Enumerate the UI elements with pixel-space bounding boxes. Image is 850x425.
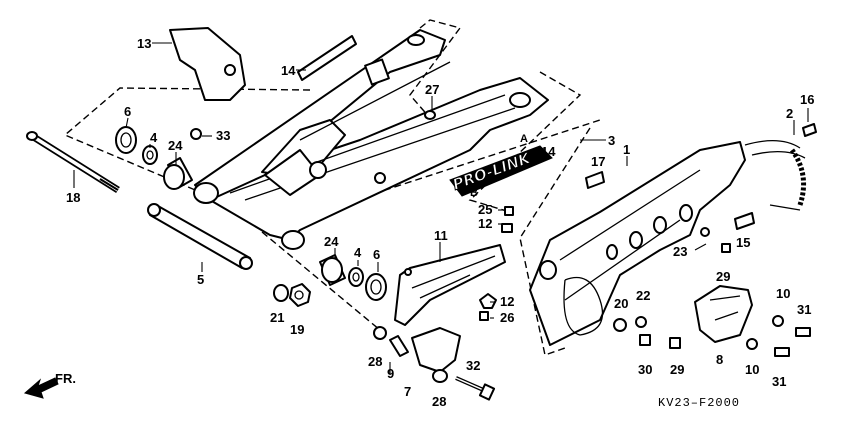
label-1: 1 — [623, 142, 630, 157]
label-11: 11 — [434, 228, 448, 243]
bracket-8 — [694, 285, 811, 357]
label-30: 30 — [638, 362, 652, 377]
label-28-left: 28 — [368, 354, 382, 369]
label-24-left: 24 — [168, 138, 183, 153]
label-32: 32 — [466, 358, 480, 373]
lower-slider-7 — [373, 326, 496, 401]
label-20: 20 — [614, 296, 628, 311]
drive-chain-2 — [744, 123, 817, 211]
pivot-collar-5 — [147, 203, 253, 270]
callout-a: A — [520, 133, 528, 145]
label-12-top: 12 — [478, 216, 492, 231]
label-23: 23 — [673, 244, 687, 259]
label-31-bottom: 31 — [772, 374, 786, 389]
label-10-top: 10 — [776, 286, 790, 301]
leader-lines — [73, 42, 809, 374]
guard-part-13 — [169, 27, 246, 101]
chain-slider-11 — [394, 244, 506, 326]
label-16: 16 — [800, 92, 814, 107]
front-label: FR. — [55, 371, 76, 386]
chain-case-1 — [529, 141, 746, 346]
label-21: 21 — [270, 310, 284, 325]
label-4-left: 4 — [150, 130, 158, 145]
part-number-labels: 13 14 6 4 33 24 18 5 27 3 14 A B 17 1 2 … — [66, 36, 814, 409]
label-6-left: 6 — [124, 104, 131, 119]
label-29-bottom: 29 — [670, 362, 684, 377]
swingarm — [193, 29, 549, 250]
label-19: 19 — [290, 322, 304, 337]
pivot-bolt-18 — [26, 131, 120, 193]
label-6-right: 6 — [373, 247, 380, 262]
label-33: 33 — [216, 128, 230, 143]
label-24-right: 24 — [324, 234, 339, 249]
right-fasteners — [613, 243, 731, 349]
decal-part-14 — [297, 35, 357, 81]
label-8: 8 — [716, 352, 723, 367]
label-29-top: 29 — [716, 269, 730, 284]
label-31-top: 31 — [797, 302, 811, 317]
label-22: 22 — [636, 288, 650, 303]
label-2: 2 — [786, 106, 793, 121]
label-14-decal: 14 — [541, 144, 556, 159]
pro-link-decal: PRO-LINK — [449, 145, 553, 197]
label-10-bottom: 10 — [745, 362, 759, 377]
label-4-right: 4 — [354, 245, 362, 260]
label-14-top: 14 — [281, 63, 296, 78]
label-5: 5 — [197, 272, 204, 287]
label-3: 3 — [608, 133, 615, 148]
label-18: 18 — [66, 190, 80, 205]
small-fasteners — [424, 110, 514, 321]
diagram-code: KV23–F2000 — [658, 396, 740, 410]
left-bearings — [115, 126, 202, 190]
label-12-bottom: 12 — [500, 294, 514, 309]
callout-b: B — [470, 187, 478, 199]
front-direction-arrow: FR. — [23, 371, 76, 399]
label-26: 26 — [500, 310, 514, 325]
label-7: 7 — [404, 384, 411, 399]
label-25: 25 — [478, 202, 492, 217]
label-13: 13 — [137, 36, 151, 51]
label-9: 9 — [387, 366, 394, 381]
label-17: 17 — [591, 154, 605, 169]
label-15: 15 — [736, 235, 750, 250]
label-28-right: 28 — [432, 394, 446, 409]
right-bearings — [273, 254, 387, 307]
label-27: 27 — [425, 82, 439, 97]
decals — [585, 171, 755, 230]
